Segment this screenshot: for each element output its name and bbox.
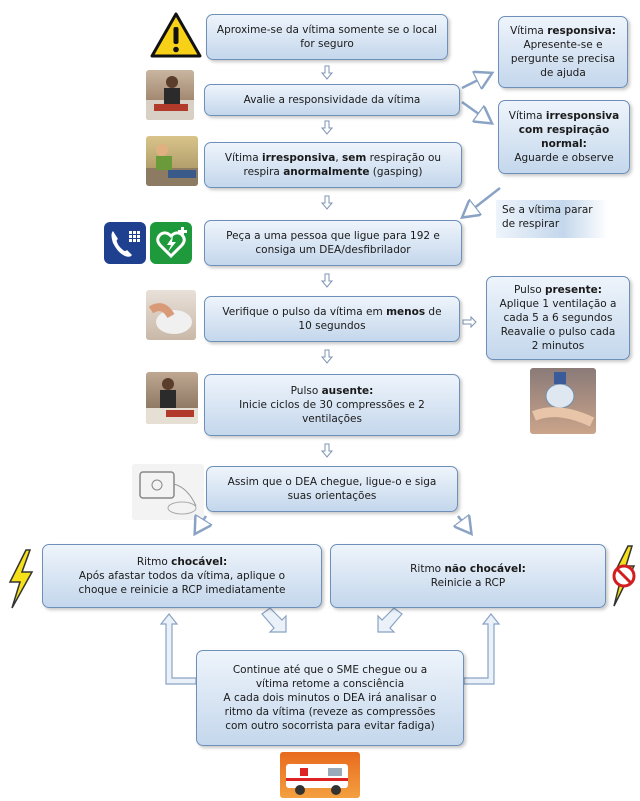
step-text: 10 segundos: [298, 320, 366, 332]
step-text: consiga um DEA/desfibrilador: [255, 244, 411, 256]
step-assess-responsiveness: Avalie a responsividade da vítima: [204, 84, 460, 116]
step-text-bold: sem: [342, 152, 367, 164]
side-text: Pulso: [514, 284, 545, 296]
side-text: de respirar: [502, 218, 560, 230]
side-text: cada 5 a 6 segundos: [503, 312, 613, 324]
photo-victim-unresponsive: [146, 136, 198, 186]
photo-ventilation-mask: [530, 368, 596, 434]
step-text: suas orientações: [287, 490, 377, 502]
side-text-bold: irresponsiva: [545, 110, 620, 122]
side-text: pergunte se precisa: [510, 53, 616, 65]
side-text: Vítima: [510, 25, 548, 37]
side-text: 2 minutos: [531, 340, 585, 352]
step-text-bold: menos: [386, 306, 426, 318]
step-check-pulse: Verifique o pulso da vítima em menos de …: [204, 296, 460, 342]
side-text-bold: responsiva:: [547, 25, 616, 37]
side-pulse-present: Pulso presente: Aplique 1 ventilação a c…: [486, 276, 630, 360]
step-text-bold: chocável:: [171, 556, 228, 568]
step-text: Aproxime-se da vítima somente se o local: [216, 24, 438, 36]
step-text: A cada dois minutos o DEA irá analisar o: [223, 692, 437, 704]
step-text: choque e reinicie a RCP imediatamente: [78, 584, 286, 596]
lightning-icon: [4, 548, 36, 610]
step-continue-until-ems: Continue até que o SME chegue ou a vítim…: [196, 650, 464, 746]
side-text-bold: presente:: [544, 284, 602, 296]
side-text-bold: com respiração: [518, 124, 610, 136]
step-text: respira: [243, 166, 284, 178]
side-text: de ajuda: [540, 67, 586, 79]
step-text: com outro socorrista para evitar fadiga): [225, 720, 435, 732]
step-text: Vítima: [224, 152, 263, 164]
step-text: for seguro: [300, 38, 354, 50]
step-approach-if-safe: Aproxime-se da vítima somente se o local…: [206, 14, 448, 60]
step-unresponsive-no-breathing: Vítima irresponsiva, sem respiração ou r…: [204, 142, 462, 188]
step-text-bold: anormalmente: [283, 166, 370, 178]
step-text-bold: irresponsiva: [262, 152, 336, 164]
side-text: Vítima: [508, 110, 546, 122]
step-text: Continue até que o SME chegue ou a: [232, 664, 428, 676]
step-text: Inicie ciclos de 30 compressões e 2: [239, 399, 425, 411]
step-text: Ritmo: [136, 556, 172, 568]
step-text: ,: [335, 152, 343, 164]
side-text: Aplique 1 ventilação a: [499, 298, 617, 310]
step-text: respiração ou: [366, 152, 442, 164]
step-shockable-rhythm: Ritmo chocável: Após afastar todos da ví…: [42, 544, 322, 608]
ambulance-icon: [280, 752, 360, 798]
step-text: Após afastar todos da vítima, aplique o: [78, 570, 286, 582]
step-call-192-get-aed: Peça a uma pessoa que ligue para 192 e c…: [204, 220, 462, 266]
phone-icon: [104, 222, 146, 264]
step-pulse-absent: Pulso ausente: Inicie ciclos de 30 compr…: [204, 374, 460, 436]
step-text-bold: não chocável:: [444, 563, 526, 575]
side-if-stops-breathing: Se a vítima parar de respirar: [496, 200, 608, 238]
step-text: Verifique o pulso da vítima em: [222, 306, 387, 318]
defibrillator-heart-icon: [150, 222, 192, 264]
photo-compressions: [146, 372, 198, 424]
step-text: Avalie a responsividade da vítima: [243, 94, 421, 106]
side-responsive-victim: Vítima responsiva: Apresente-se e pergun…: [498, 16, 628, 88]
step-text: Assim que o DEA chegue, ligue-o e siga: [227, 476, 437, 488]
side-text: Apresente-se e: [523, 39, 603, 51]
step-aed-arrives: Assim que o DEA chegue, ligue-o e siga s…: [206, 466, 458, 512]
step-text: Reinicie a RCP: [430, 577, 506, 589]
step-non-shockable-rhythm: Ritmo não chocável: Reinicie a RCP: [330, 544, 606, 608]
aed-sketch: [132, 464, 204, 520]
step-text: ritmo da vítima (reveze as compressões: [224, 706, 436, 718]
no-shock-icon: [608, 544, 640, 610]
side-text: Reavalie o pulso cada: [500, 326, 616, 338]
photo-assess-victim: [146, 70, 194, 120]
step-text: vítima retome a consciência: [255, 678, 405, 690]
step-text-bold: ausente:: [321, 385, 374, 397]
step-text: de: [425, 306, 442, 318]
warning-icon: [150, 12, 202, 58]
side-text: Aguarde e observe: [514, 152, 614, 164]
photo-pulse-check: [146, 290, 196, 340]
side-unresponsive-normal-breathing: Vítima irresponsiva com respiração norma…: [498, 100, 630, 174]
side-text: Se a vítima parar: [502, 204, 593, 216]
step-text: Ritmo: [410, 563, 445, 575]
step-text: Pulso: [290, 385, 322, 397]
step-text: Peça a uma pessoa que ligue para 192 e: [226, 230, 440, 242]
step-text: (gasping): [369, 166, 423, 178]
step-text: ventilações: [302, 413, 362, 425]
side-text-bold: normal:: [541, 138, 587, 150]
